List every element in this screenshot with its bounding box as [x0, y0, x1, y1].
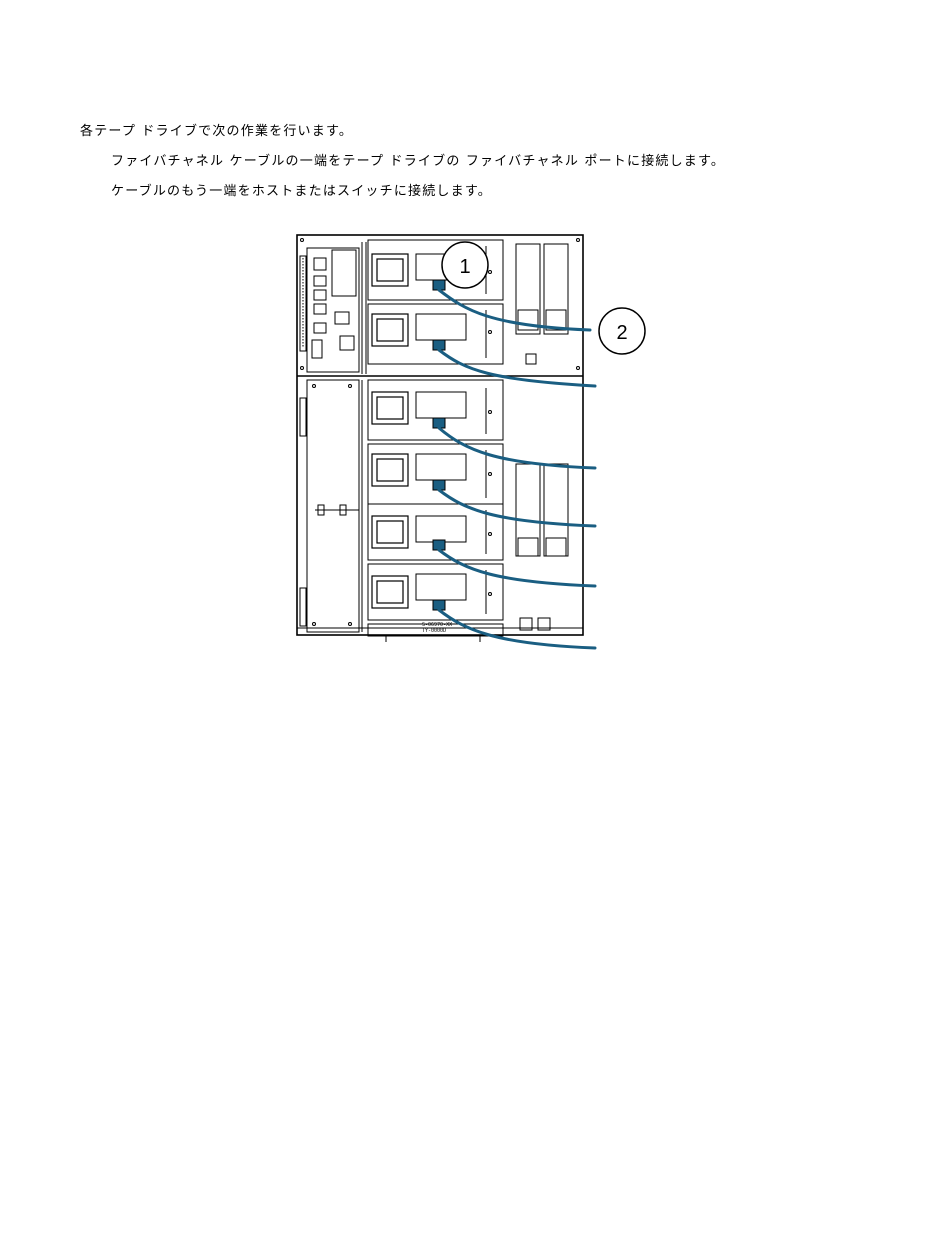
intro-text: 各テープ ドライブで次の作業を行います。 [80, 124, 353, 140]
callout-1-label: 1 [459, 256, 470, 278]
tape-drive-sled [368, 380, 503, 440]
callout-1: 1 [442, 242, 488, 288]
control-module [307, 248, 359, 372]
fc-cable-4 [439, 490, 595, 526]
svg-text:TY-0000D: TY-0000D [422, 628, 446, 634]
step-1-text: ファイバチャネル ケーブルの一端をテープ ドライブの ファイバチャネル ポートに… [111, 154, 725, 170]
fc-cable-5 [439, 550, 595, 586]
fc-cable-6 [439, 610, 595, 648]
power-supply [544, 244, 568, 334]
fc-cable-1 [439, 290, 590, 330]
tape-drive-sleds [368, 240, 503, 620]
fibre-channel-cables [439, 290, 595, 648]
fc-cable-2 [439, 350, 595, 386]
callout-2-label: 2 [616, 322, 627, 344]
power-supply [516, 464, 540, 556]
lower-left-module [307, 380, 359, 632]
drive-fans [372, 254, 408, 608]
callout-2: 2 [599, 308, 645, 354]
tape-drive-sled [368, 304, 503, 364]
library-rear-panel-illustration: S-06970-XX TY-0000D 1 2 [290, 228, 655, 653]
step-2-text: ケーブルのもう一端をホストまたはスイッチに接続します。 [111, 184, 492, 200]
fc-cable-3 [439, 428, 595, 468]
power-supply [544, 464, 568, 556]
power-supply [516, 244, 540, 334]
